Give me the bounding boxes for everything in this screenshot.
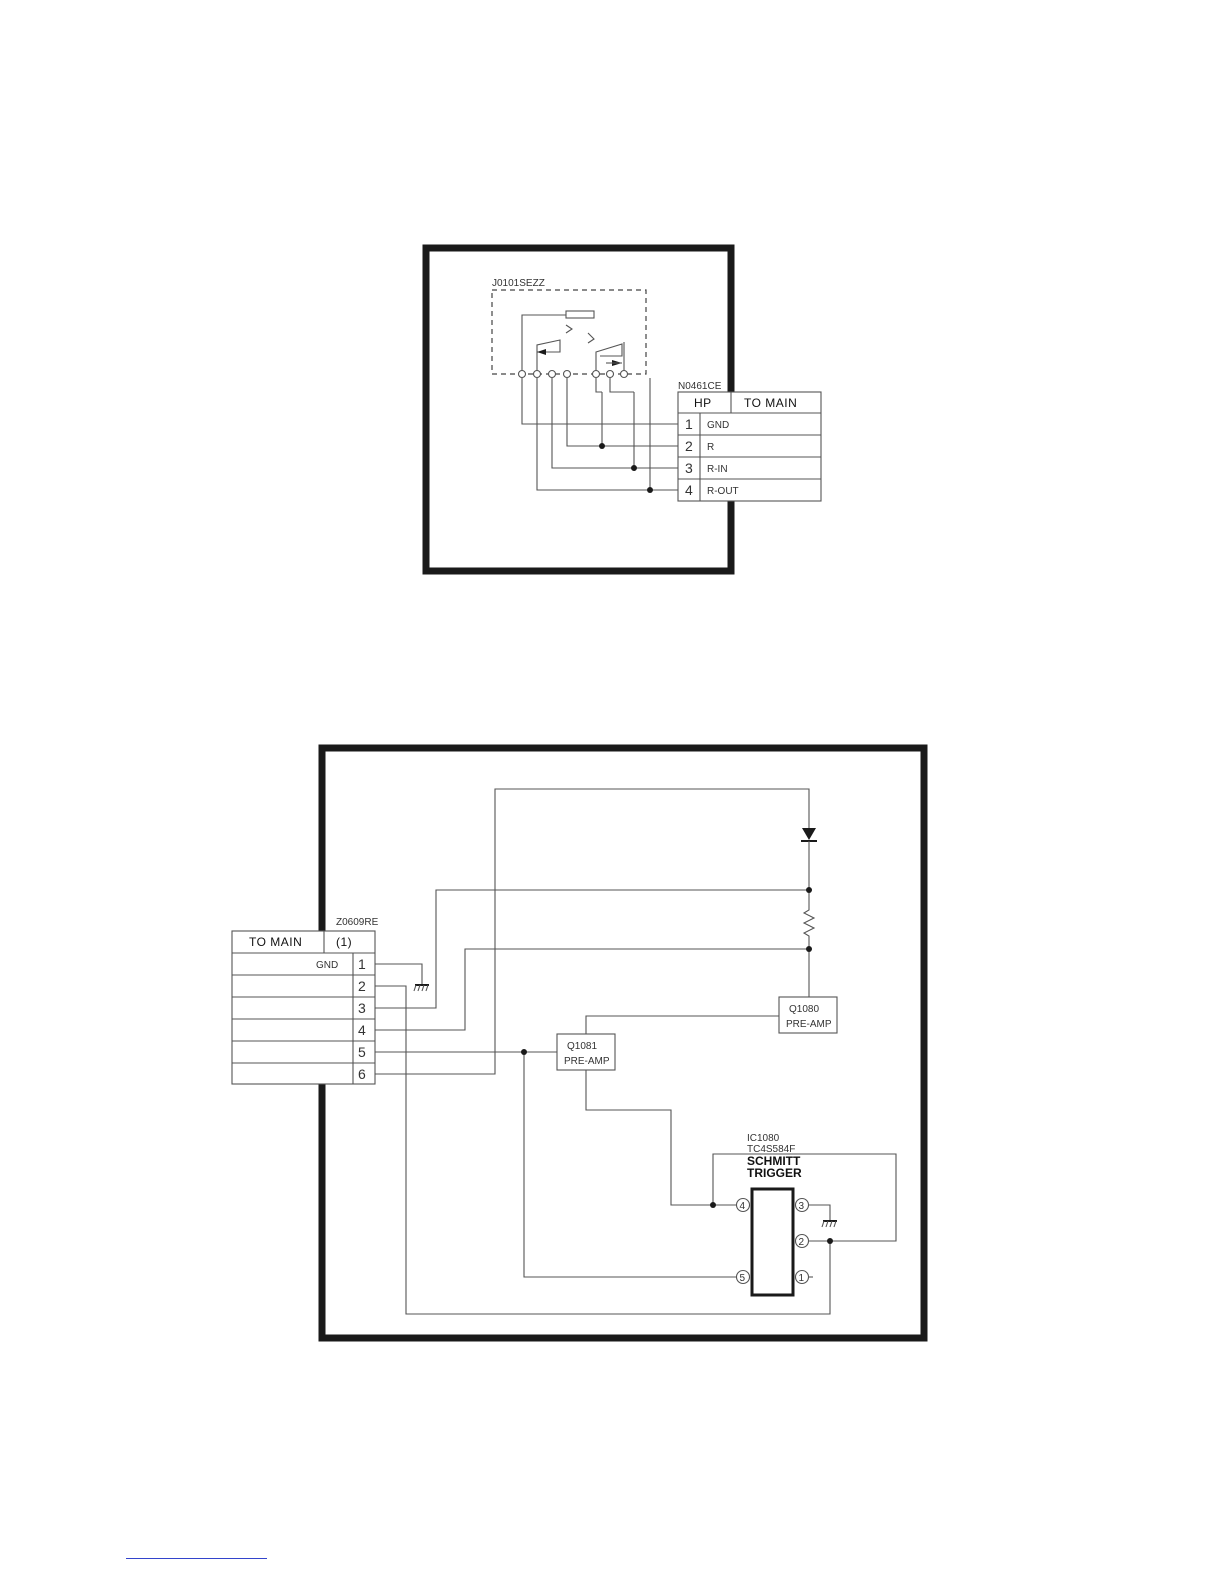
hp-header-label: HP	[694, 396, 712, 410]
hp-pin-1-signal: GND	[707, 420, 729, 431]
ic-pin-3-label: 3	[799, 1201, 805, 1212]
ic1080-schmitt-trigger: IC1080 TC4S584F SCHMITT TRIGGER 4 3 2 5 …	[737, 1133, 814, 1295]
to-main-header-label: TO MAIN	[744, 396, 797, 410]
ic-ref-label: IC1080	[747, 1133, 780, 1144]
q1080-preamp: Q1080 PRE-AMP	[779, 997, 837, 1033]
hp-pin-1-number: 1	[685, 416, 693, 432]
sensor-connector-part-label: Z0609RE	[336, 917, 379, 928]
sensor-pin-5-number: 5	[358, 1044, 366, 1060]
jack-part-label: J0101SEZZ	[492, 278, 545, 289]
headphone-board: J0101SEZZ N0461CE	[426, 248, 821, 571]
hp-wiring	[522, 378, 678, 493]
hp-pin-4-number: 4	[685, 482, 693, 498]
q1080-ref-label: Q1080	[789, 1004, 819, 1015]
hp-pin-3-number: 3	[685, 460, 693, 476]
jack-symbol	[519, 311, 628, 378]
sensor-board: Z0609RE TO MAIN (1) GND 1 2 3 4 5 6	[232, 748, 924, 1338]
sensor-pin-4-number: 4	[358, 1022, 366, 1038]
resistor-icon	[804, 906, 814, 940]
q1080-role-label: PRE-AMP	[786, 1019, 832, 1030]
ic-pin-1-label: 1	[799, 1273, 805, 1284]
ic-pin-2-label: 2	[799, 1237, 805, 1248]
sensor-pin-6-number: 6	[358, 1066, 366, 1082]
diode-icon	[801, 828, 817, 841]
hp-connector-part-label: N0461CE	[678, 381, 722, 392]
sensor-wiring	[375, 789, 896, 1314]
jack-outline	[492, 290, 646, 374]
sensor-pin-2-number: 2	[358, 978, 366, 994]
q1081-role-label: PRE-AMP	[564, 1056, 610, 1067]
sensor-connector-number-label: (1)	[336, 935, 352, 949]
hp-pin-2-number: 2	[685, 438, 693, 454]
hp-pin-2-signal: R	[707, 442, 714, 453]
sensor-to-main-header-label: TO MAIN	[249, 935, 302, 949]
footer-rule	[126, 1558, 267, 1559]
q1081-preamp: Q1081 PRE-AMP	[557, 1034, 615, 1070]
hp-connector: N0461CE HP TO MAIN 1 GND 2 R 3 R-IN 4 R-…	[678, 381, 821, 501]
hp-pin-4-signal: R-OUT	[707, 486, 739, 497]
sensor-pin-1-number: 1	[358, 956, 366, 972]
ic-pin-4-label: 4	[740, 1201, 746, 1212]
sensor-gnd-label: GND	[316, 960, 338, 971]
q1081-ref-label: Q1081	[567, 1041, 597, 1052]
sensor-connector: Z0609RE TO MAIN (1) GND 1 2 3 4 5 6	[232, 917, 379, 1084]
ic-pin-5-label: 5	[740, 1273, 746, 1284]
sensor-board-frame	[322, 748, 924, 1338]
ic-title-line2: TRIGGER	[747, 1166, 802, 1180]
hp-pin-3-signal: R-IN	[707, 464, 728, 475]
sensor-pin-3-number: 3	[358, 1000, 366, 1016]
ground-icon	[375, 964, 429, 991]
